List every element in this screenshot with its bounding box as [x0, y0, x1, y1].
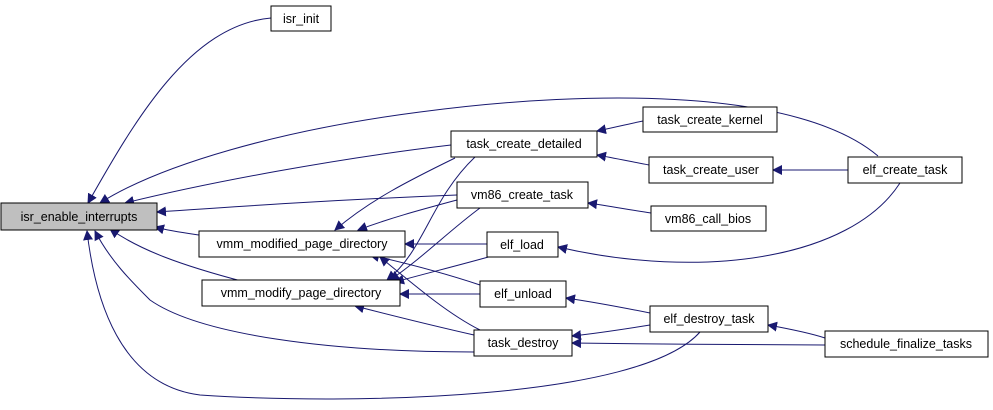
node-task_create_user[interactable]: task_create_user	[648, 156, 774, 184]
node-vmm_modified_page_directory[interactable]: vmm_modified_page_directory	[198, 230, 406, 258]
edge-task_destroy-to-isr_enable_interrupts	[94, 230, 475, 353]
node-box	[473, 329, 573, 357]
node-label: task_create_user	[663, 163, 759, 177]
node-box	[450, 130, 598, 158]
edge-vmm_modify_page_directory-to-isr_enable_interrupts	[109, 228, 246, 283]
node-box	[479, 280, 567, 308]
edge-task_create_detailed-to-vmm_modified_page_directory	[334, 157, 456, 231]
node-box	[486, 231, 559, 258]
node-box	[650, 205, 767, 232]
edge-task_create_detailed-to-vmm_modify_page_directory	[386, 156, 476, 281]
edge-elf_destroy_task-to-task_destroy	[571, 324, 651, 341]
node-elf_destroy_task[interactable]: elf_destroy_task	[649, 305, 769, 333]
nodes: isr_enable_interrupts isr_init task_crea…	[0, 5, 989, 358]
node-vm86_create_task[interactable]: vm86_create_task	[456, 181, 589, 209]
node-box	[198, 230, 406, 258]
node-elf_load[interactable]: elf_load	[486, 231, 559, 258]
edge-elf_destroy_task-to-isr_enable_interrupts	[83, 230, 701, 400]
node-isr_enable_interrupts[interactable]: isr_enable_interrupts	[0, 202, 158, 231]
edge-task_create_detailed-to-isr_enable_interrupts	[124, 144, 452, 206]
edge-vmm_modified_page_directory-to-isr_enable_interrupts	[154, 224, 200, 236]
edge-elf_create_task-to-isr_enable_interrupts	[99, 97, 879, 204]
node-box	[824, 330, 989, 358]
node-label: vmm_modified_page_directory	[217, 237, 389, 251]
node-box	[847, 156, 963, 184]
node-schedule_finalize_tasks[interactable]: schedule_finalize_tasks	[824, 330, 989, 358]
node-box	[649, 305, 769, 333]
node-label: elf_load	[500, 238, 544, 252]
node-box	[270, 5, 332, 32]
edges	[83, 17, 901, 400]
edge-schedule_finalize_tasks-to-task_destroy	[571, 338, 826, 349]
edge-elf_create_task-to-elf_load	[557, 182, 901, 263]
edge-task_destroy-to-vmm_modified_page_directory	[379, 256, 481, 331]
node-label: elf_destroy_task	[663, 312, 755, 326]
node-box	[0, 202, 158, 231]
edge-schedule_finalize_tasks-to-elf_destroy_task	[767, 321, 826, 339]
edge-vm86_create_task-to-vmm_modify_page_directory	[389, 207, 481, 281]
node-box	[456, 181, 589, 209]
node-task_create_detailed[interactable]: task_create_detailed	[450, 130, 598, 158]
node-label: elf_create_task	[863, 163, 949, 177]
edge-task_destroy-to-vmm_modify_page_directory	[354, 303, 475, 336]
node-vm86_call_bios[interactable]: vm86_call_bios	[650, 205, 767, 232]
edge-vm86_create_task-to-vmm_modified_page_directory	[357, 199, 458, 232]
node-vmm_modify_page_directory[interactable]: vmm_modify_page_directory	[201, 279, 401, 307]
node-box	[648, 156, 774, 184]
edge-vm86_call_bios-to-vm86_create_task	[587, 199, 652, 214]
edge-elf_load-to-vmm_modify_page_directory	[394, 255, 493, 285]
node-task_destroy[interactable]: task_destroy	[473, 329, 573, 357]
node-elf_unload[interactable]: elf_unload	[479, 280, 567, 308]
node-isr_init[interactable]: isr_init	[270, 5, 332, 32]
node-label: task_create_kernel	[657, 113, 763, 127]
node-label: vm86_create_task	[471, 188, 574, 202]
edge-elf_destroy_task-to-elf_unload	[565, 294, 651, 314]
node-label: elf_unload	[494, 287, 552, 301]
node-label: isr_enable_interrupts	[21, 210, 138, 224]
node-task_create_kernel[interactable]: task_create_kernel	[642, 106, 778, 133]
node-label: isr_init	[283, 12, 320, 26]
edge-vm86_create_task-to-isr_enable_interrupts	[156, 194, 458, 217]
node-box	[642, 106, 778, 133]
node-label: schedule_finalize_tasks	[840, 337, 972, 351]
node-label: vm86_call_bios	[665, 212, 751, 226]
node-elf_create_task[interactable]: elf_create_task	[847, 156, 963, 184]
node-label: task_create_detailed	[466, 137, 581, 151]
node-label: vmm_modify_page_directory	[221, 286, 382, 300]
edge-isr_init-to-isr_enable_interrupts	[87, 17, 272, 204]
edge-task_create_kernel-to-task_create_detailed	[596, 120, 644, 135]
node-label: task_destroy	[488, 336, 560, 350]
node-box	[201, 279, 401, 307]
edge-task_create_user-to-task_create_detailed	[596, 151, 650, 166]
